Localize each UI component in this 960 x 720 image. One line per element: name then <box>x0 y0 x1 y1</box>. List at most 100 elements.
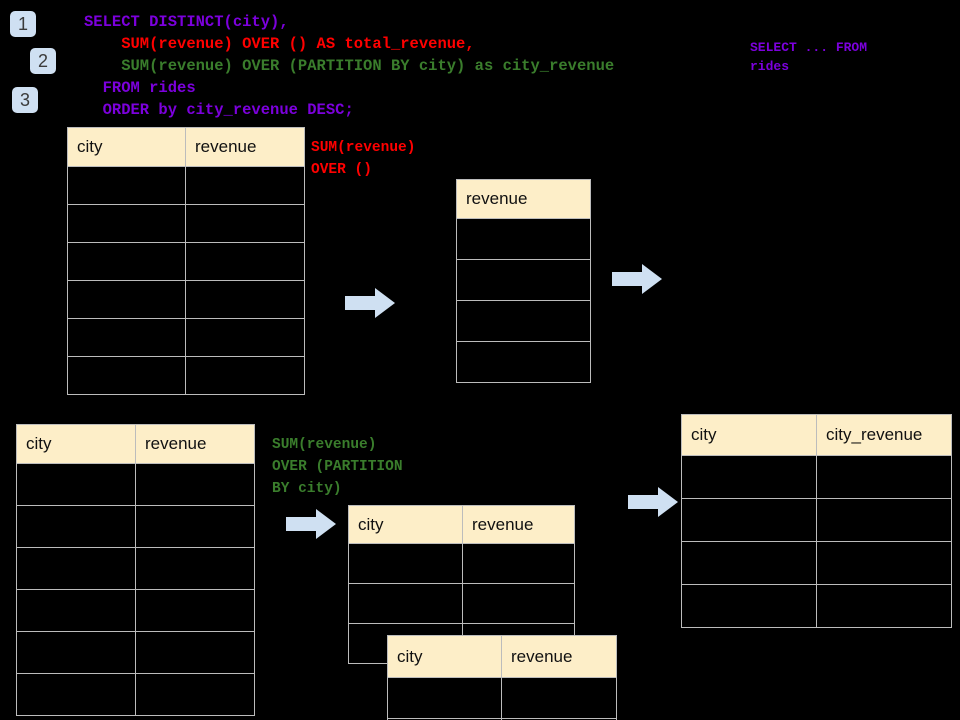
cell-city-revenue <box>816 498 952 542</box>
arrow-total-to-right-icon <box>612 264 662 294</box>
table-row <box>456 300 591 342</box>
cell-city <box>348 583 463 624</box>
cell-revenue <box>135 547 255 590</box>
cell-revenue <box>456 218 591 260</box>
cell-city <box>16 547 136 590</box>
cell-revenue <box>185 280 305 319</box>
sql-line-total-revenue: SUM(revenue) OVER () AS total_revenue, <box>84 35 475 53</box>
column-header-revenue: revenue <box>135 424 255 464</box>
table-row <box>67 242 305 281</box>
cell-city <box>67 166 186 205</box>
table-row <box>67 280 305 319</box>
sql-line-select-distinct: SELECT DISTINCT(city), <box>84 13 289 31</box>
cell-revenue <box>135 673 255 716</box>
cell-revenue <box>456 259 591 301</box>
table-row <box>16 589 255 632</box>
column-header-revenue: revenue <box>462 505 575 544</box>
cell-city <box>16 505 136 548</box>
column-header-revenue: revenue <box>501 635 617 678</box>
table-row <box>387 718 617 720</box>
table-row <box>681 584 952 628</box>
table-row <box>67 318 305 357</box>
cell-city <box>16 631 136 674</box>
table-total-revenue-result: revenue <box>456 179 591 383</box>
cell-city <box>16 589 136 632</box>
arrow-source-to-total-icon <box>345 288 395 318</box>
cell-revenue <box>135 589 255 632</box>
cell-revenue <box>456 341 591 383</box>
cell-revenue <box>185 318 305 357</box>
table-row <box>681 498 952 542</box>
annotation-total-revenue-line-2: OVER () <box>311 162 372 178</box>
arrow-source-to-partition-icon <box>286 509 336 539</box>
cell-city <box>681 584 817 628</box>
table-rides-source-bottom: city revenue <box>16 424 255 716</box>
step-badge-3[interactable]: 3 <box>12 87 38 113</box>
cell-city <box>681 541 817 585</box>
cell-city-revenue <box>816 541 952 585</box>
cell-city <box>67 356 186 395</box>
column-header-city: city <box>681 414 817 456</box>
sql-line-order-by: ORDER by city_revenue DESC; <box>84 101 354 119</box>
column-header-city-revenue: city_revenue <box>816 414 952 456</box>
cell-city <box>681 455 817 499</box>
cell-city <box>67 280 186 319</box>
table-partition-group-b: city revenue <box>387 635 617 720</box>
cell-city <box>387 677 502 719</box>
table-row <box>67 356 305 395</box>
table-row <box>67 204 305 243</box>
annotation-city-revenue-line-2: OVER (PARTITION <box>272 459 403 475</box>
cell-city <box>16 463 136 506</box>
table-row <box>456 259 591 301</box>
step-badge-1[interactable]: 1 <box>10 11 36 37</box>
column-header-city: city <box>16 424 136 464</box>
column-header-city: city <box>348 505 463 544</box>
table-header-row: city revenue <box>67 127 305 167</box>
side-note-line-1: SELECT ... FROM <box>750 40 868 55</box>
column-header-revenue: revenue <box>185 127 305 167</box>
annotation-total-revenue-line-1: SUM(revenue) <box>311 140 416 156</box>
cell-revenue <box>501 718 617 720</box>
table-row <box>16 463 255 506</box>
table-final-result: city city_revenue <box>681 414 952 628</box>
table-row <box>348 543 575 584</box>
cell-city-revenue <box>816 455 952 499</box>
sql-line-from: FROM rides <box>84 79 196 97</box>
table-rides-source-top: city revenue <box>67 127 305 395</box>
table-row <box>16 673 255 716</box>
cell-revenue <box>185 204 305 243</box>
arrow-partition-to-final-icon <box>628 487 678 517</box>
cell-city <box>67 318 186 357</box>
table-header-row: city revenue <box>387 635 617 678</box>
table-header-row: city revenue <box>348 505 575 544</box>
column-header-city: city <box>67 127 186 167</box>
step-badge-2[interactable]: 2 <box>30 48 56 74</box>
table-row <box>387 677 617 719</box>
cell-city <box>67 242 186 281</box>
cell-revenue <box>185 242 305 281</box>
table-row <box>67 166 305 205</box>
cell-city-revenue <box>816 584 952 628</box>
cell-revenue <box>462 543 575 584</box>
cell-city <box>67 204 186 243</box>
table-row <box>456 218 591 260</box>
cell-revenue <box>185 356 305 395</box>
cell-revenue <box>456 300 591 342</box>
cell-revenue <box>501 677 617 719</box>
sql-line-city-revenue: SUM(revenue) OVER (PARTITION BY city) as… <box>84 57 615 75</box>
cell-city <box>16 673 136 716</box>
cell-revenue <box>135 631 255 674</box>
table-row <box>681 541 952 585</box>
cell-revenue <box>462 583 575 624</box>
table-row <box>16 547 255 590</box>
table-header-row: revenue <box>456 179 591 219</box>
table-row <box>456 341 591 383</box>
table-row <box>16 505 255 548</box>
cell-revenue <box>135 463 255 506</box>
annotation-city-revenue-line-1: SUM(revenue) <box>272 437 377 453</box>
annotation-city-revenue-line-3: BY city) <box>272 481 342 497</box>
table-row <box>681 455 952 499</box>
cell-revenue <box>185 166 305 205</box>
side-note-line-2: rides <box>750 59 790 74</box>
